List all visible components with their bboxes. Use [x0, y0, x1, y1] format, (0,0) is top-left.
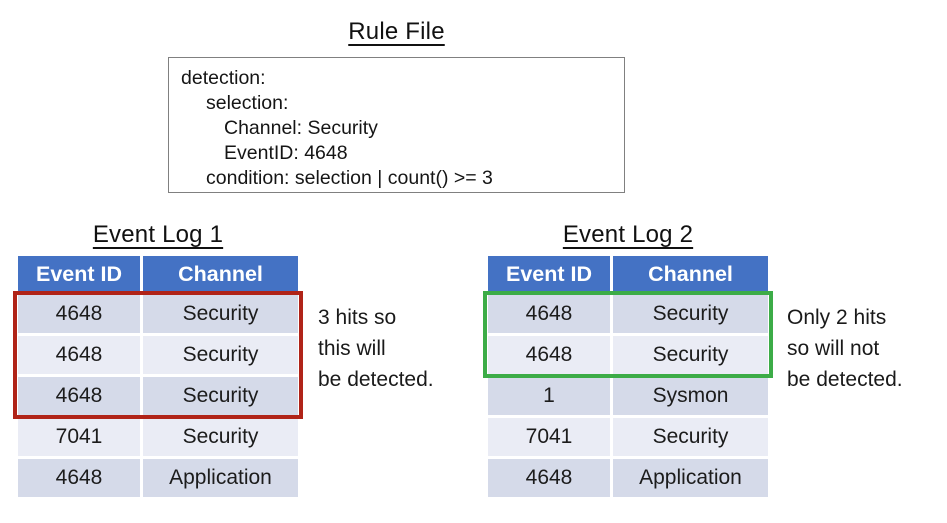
rule-file-title: Rule File: [348, 18, 445, 45]
table-cell: 7041: [488, 418, 610, 456]
event-log-1-title: Event Log 1: [92, 221, 224, 248]
event-log-2-header-channel: Channel: [613, 256, 768, 292]
rule-code-line: Channel: Security: [224, 117, 378, 139]
event-log-2-table: Event ID Channel 4648 Security 4648 Secu…: [488, 256, 768, 497]
annotation-not-detected: Only 2 hits so will not be detected.: [787, 302, 903, 395]
rule-code-line: EventID: 4648: [224, 142, 348, 164]
table-cell: Security: [143, 336, 298, 374]
table-cell: 1: [488, 377, 610, 415]
table-cell: Security: [143, 418, 298, 456]
annotation-line: so will not: [787, 337, 880, 360]
table-cell: Security: [613, 418, 768, 456]
event-log-2-header-event-id: Event ID: [488, 256, 610, 292]
annotation-line: this will: [318, 337, 386, 360]
table-cell: 4648: [18, 377, 140, 415]
event-log-1-header-event-id: Event ID: [18, 256, 140, 292]
rule-file-box: detection: selection: Channel: Security …: [168, 57, 625, 193]
table-cell: Security: [613, 295, 768, 333]
event-log-1-header-channel: Channel: [143, 256, 298, 292]
table-cell: 7041: [18, 418, 140, 456]
annotation-line: be detected.: [787, 368, 903, 391]
table-cell: 4648: [488, 295, 610, 333]
rule-code-line: detection:: [181, 67, 266, 89]
table-cell: Security: [143, 295, 298, 333]
annotation-detected: 3 hits so this will be detected.: [318, 302, 434, 395]
annotation-line: be detected.: [318, 368, 434, 391]
rule-code-line: condition: selection | count() >= 3: [206, 167, 493, 189]
annotation-line: Only 2 hits: [787, 306, 887, 329]
table-cell: Application: [613, 459, 768, 497]
event-log-2-title: Event Log 2: [562, 221, 694, 248]
event-log-1-table: Event ID Channel 4648 Security 4648 Secu…: [18, 256, 298, 497]
table-cell: 4648: [488, 336, 610, 374]
table-cell: Security: [613, 336, 768, 374]
table-cell: Security: [143, 377, 298, 415]
table-cell: 4648: [18, 295, 140, 333]
table-cell: Sysmon: [613, 377, 768, 415]
table-cell: 4648: [18, 336, 140, 374]
table-cell: Application: [143, 459, 298, 497]
table-cell: 4648: [488, 459, 610, 497]
annotation-line: 3 hits so: [318, 306, 397, 329]
table-cell: 4648: [18, 459, 140, 497]
rule-code-line: selection:: [206, 92, 289, 114]
